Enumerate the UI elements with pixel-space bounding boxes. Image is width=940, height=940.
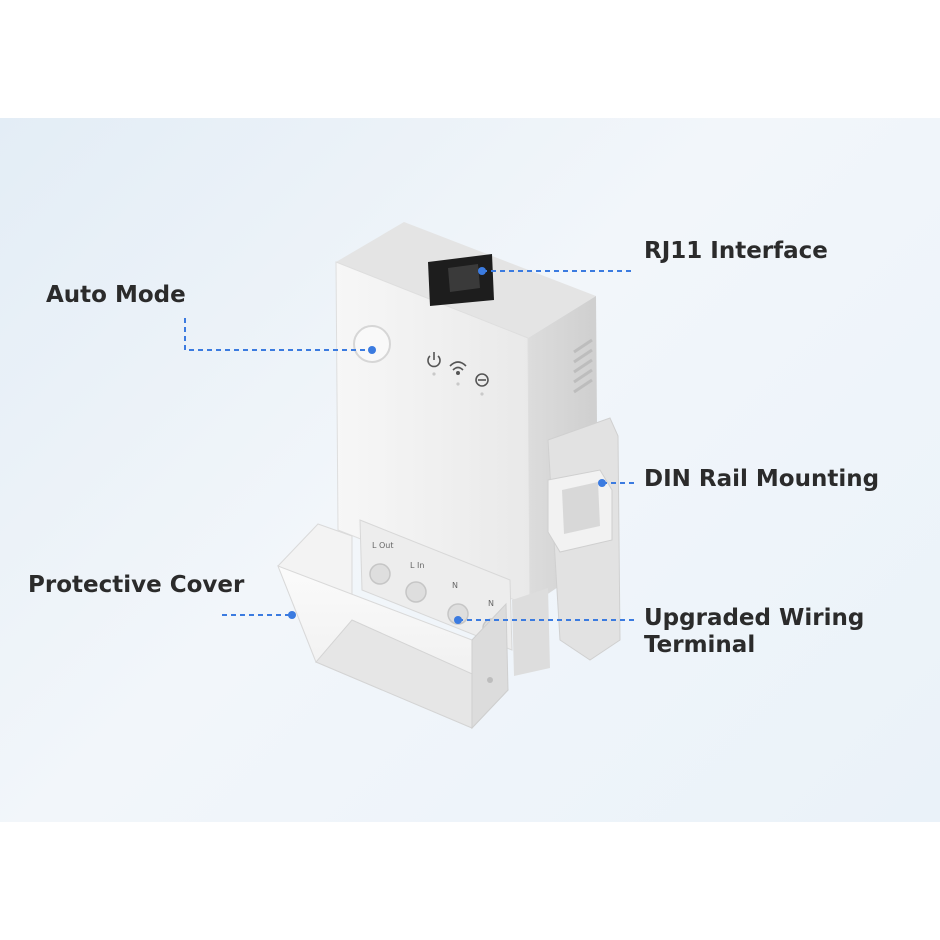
power-icon [427,352,441,368]
wiring-terminal-label-line1: Upgraded Wiring [644,605,865,631]
terminal-label-l-out: L Out [372,541,394,550]
indicator-leds [432,372,484,396]
side-vents [573,338,593,394]
auto-mode-icon [475,373,489,387]
terminal-label-l-in: L In [410,561,424,570]
wiring-terminal-label-line2: Terminal [644,632,756,658]
leader-lines [184,270,636,621]
rj11-interface-label: RJ11 Interface [644,238,828,264]
protective-cover-label: Protective Cover [28,572,245,598]
leader-dots [288,267,606,624]
auto-mode-button [353,325,391,363]
terminal-label-n1: N [452,581,458,590]
din-rail-clip [512,417,621,676]
wifi-icon [449,361,467,375]
din-rail-mounting-label: DIN Rail Mounting [644,466,880,492]
terminal-block [359,519,513,651]
auto-mode-leader [184,318,372,351]
auto-mode-label: Auto Mode [46,282,186,308]
terminal-label-n2: N [488,599,494,608]
protective-cover [277,523,509,730]
